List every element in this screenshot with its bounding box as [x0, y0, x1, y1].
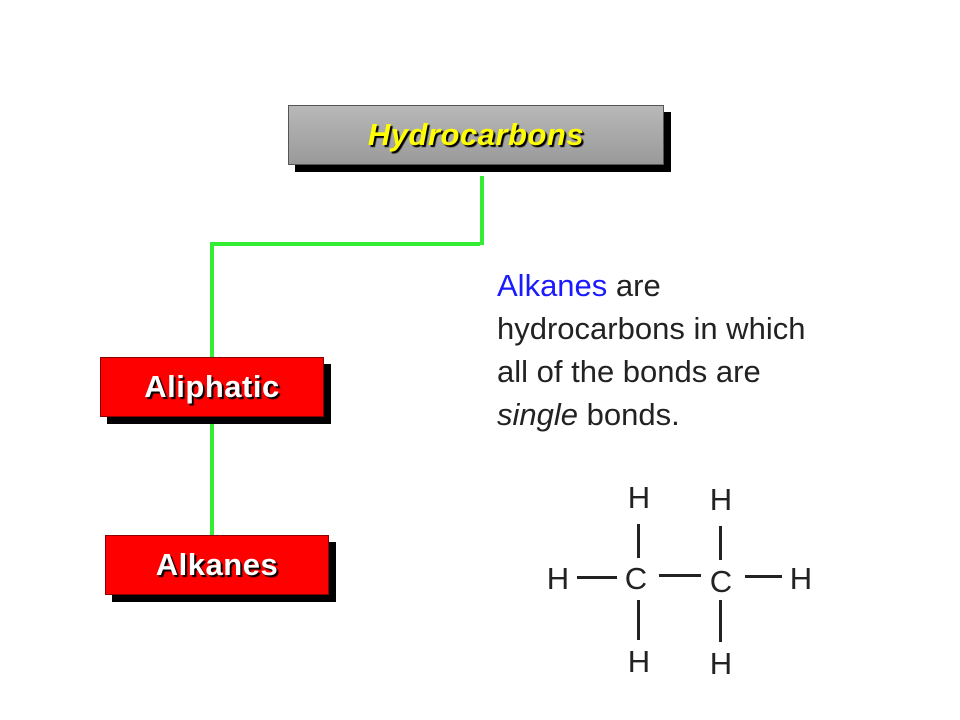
definition-line-1: Alkanes are — [497, 268, 661, 303]
atom-c-right: C — [709, 564, 733, 599]
alkanes-label: Alkanes — [155, 547, 279, 582]
bond-c2-h — [745, 575, 782, 578]
atom-h-bottom-right: H — [709, 646, 733, 681]
atom-h-top-right: H — [709, 482, 733, 517]
bond-c2-h-bottom — [719, 600, 722, 642]
atom-c-left: C — [624, 561, 648, 596]
alkanes-term: Alkanes — [497, 268, 608, 303]
bond-c1-h-top — [637, 524, 640, 558]
definition-line-4: single bonds. — [497, 397, 680, 432]
definition-line-3: all of the bonds are — [497, 354, 761, 389]
atom-h-left: H — [546, 561, 570, 596]
bond-c1-h-bottom — [637, 600, 640, 640]
bond-h-c1 — [577, 576, 617, 579]
aliphatic-box[interactable]: Aliphatic — [100, 357, 324, 417]
alkanes-box[interactable]: Alkanes — [105, 535, 329, 595]
connector-root-down — [480, 176, 484, 245]
hydrocarbons-label: Hydrocarbons — [367, 117, 585, 152]
aliphatic-label: Aliphatic — [144, 369, 280, 404]
connector-aliphatic-alkanes — [210, 424, 214, 536]
atom-h-top-left: H — [627, 480, 651, 515]
atom-h-bottom-left: H — [627, 644, 651, 679]
definition-line-2: hydrocarbons in which — [497, 311, 806, 346]
connector-to-aliphatic — [210, 242, 214, 357]
bond-c2-h-top — [719, 526, 722, 560]
hydrocarbons-box[interactable]: Hydrocarbons — [288, 105, 664, 165]
atom-h-right: H — [789, 561, 813, 596]
alkane-definition: Alkanes are hydrocarbons in which all of… — [497, 264, 897, 436]
connector-horizontal — [210, 242, 480, 246]
single-emphasis: single — [497, 397, 578, 432]
ethane-structure: H H H C C H H H — [520, 470, 840, 690]
bond-c1-c2 — [659, 574, 701, 577]
